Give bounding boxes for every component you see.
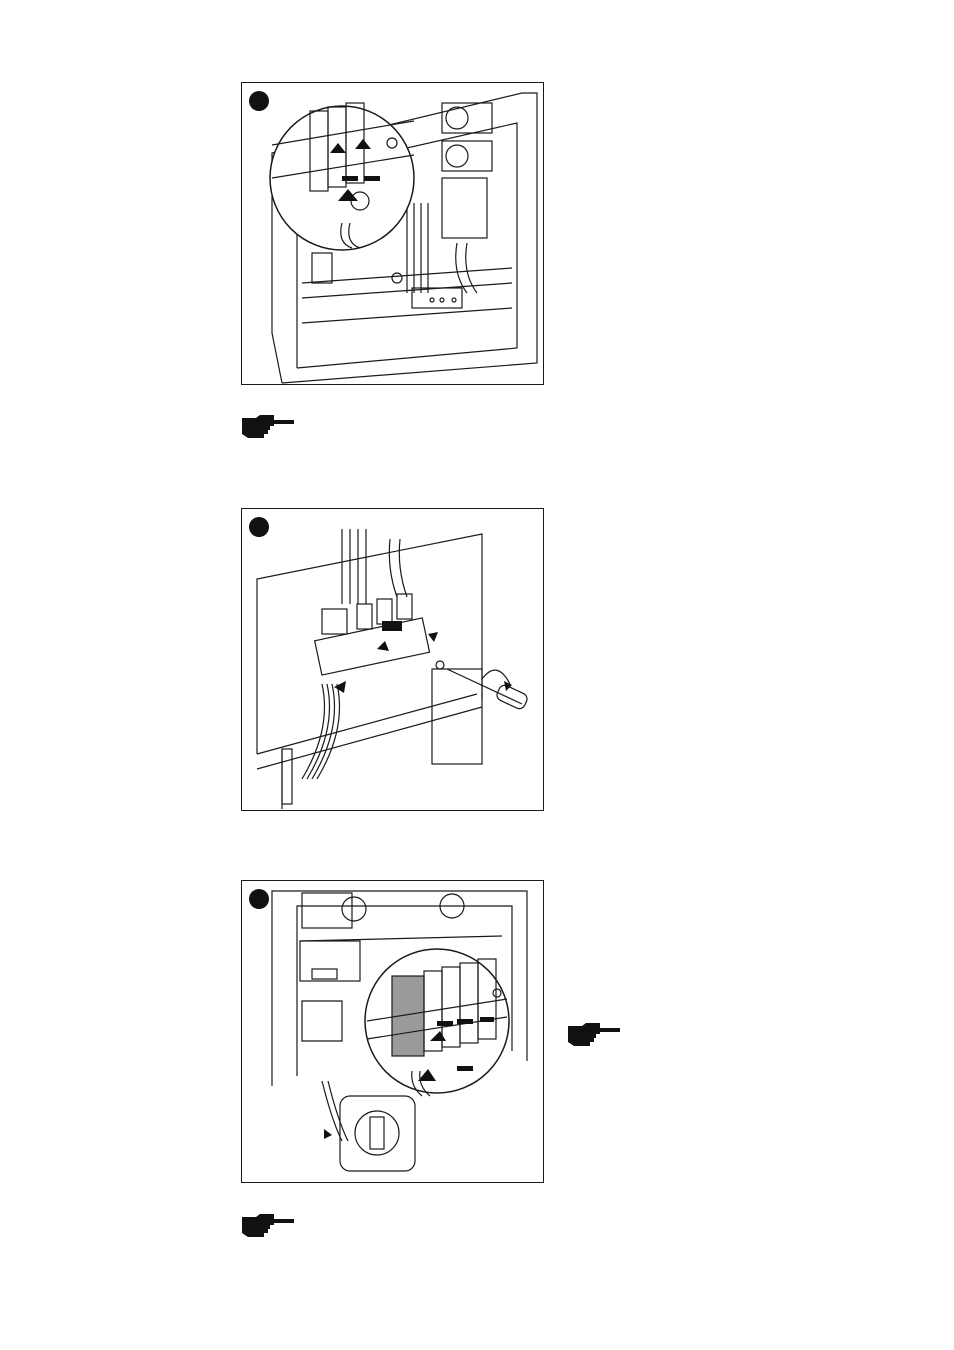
step-marker-icon	[249, 517, 269, 537]
figure-step-1	[241, 82, 544, 385]
pointing-hand-icon	[242, 415, 294, 438]
illustration-breaker-removal	[249, 91, 538, 384]
step-marker-icon	[249, 889, 269, 909]
illustration-breaker-and-switch	[249, 889, 528, 1172]
figure-step-3	[241, 880, 544, 1183]
pointing-hand-icon	[568, 1023, 620, 1046]
illustration-cable-clamp	[249, 517, 528, 809]
pointing-hand-icon	[242, 1214, 294, 1237]
step-marker-icon	[249, 91, 269, 111]
figure-step-2	[241, 508, 544, 811]
